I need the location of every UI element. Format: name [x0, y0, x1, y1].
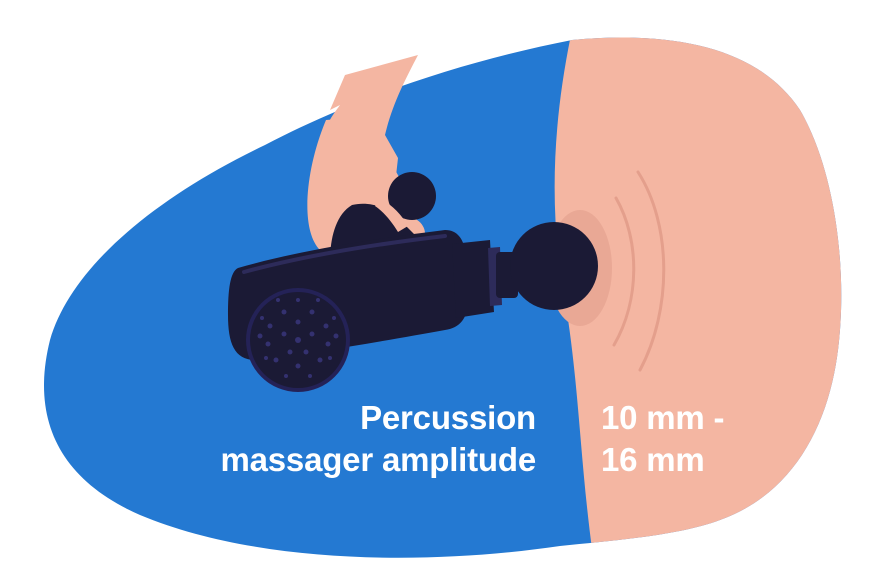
vibration-wave-icon — [612, 170, 666, 372]
amplitude-value: 10 mm - 16 mm — [601, 397, 725, 481]
amplitude-value-line2: 16 mm — [601, 441, 705, 478]
amplitude-label-line2: massager amplitude — [220, 441, 536, 478]
amplitude-label-line1: Percussion — [360, 399, 536, 436]
massage-gun-icon — [228, 172, 598, 392]
amplitude-value-line1: 10 mm - — [601, 399, 725, 436]
amplitude-label: Percussion massager amplitude — [220, 397, 536, 481]
skin-area — [554, 37, 842, 558]
